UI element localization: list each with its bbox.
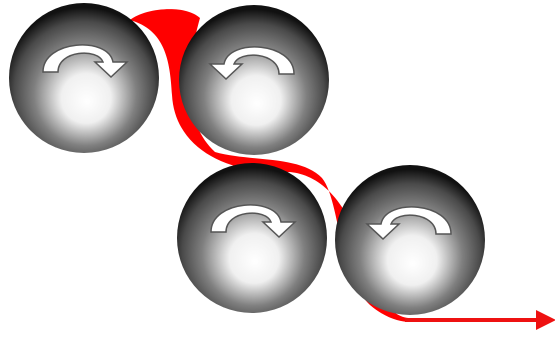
roller-top-right — [179, 5, 329, 155]
roller-top-left — [9, 3, 159, 153]
roller-bottom-left-body — [177, 163, 327, 313]
roller-bottom-right — [335, 165, 485, 315]
roller-top-left-body — [9, 3, 159, 153]
roller-bottom-left — [177, 163, 327, 313]
roller-top-right-body — [179, 5, 329, 155]
roller-bottom-right-body — [335, 165, 485, 315]
